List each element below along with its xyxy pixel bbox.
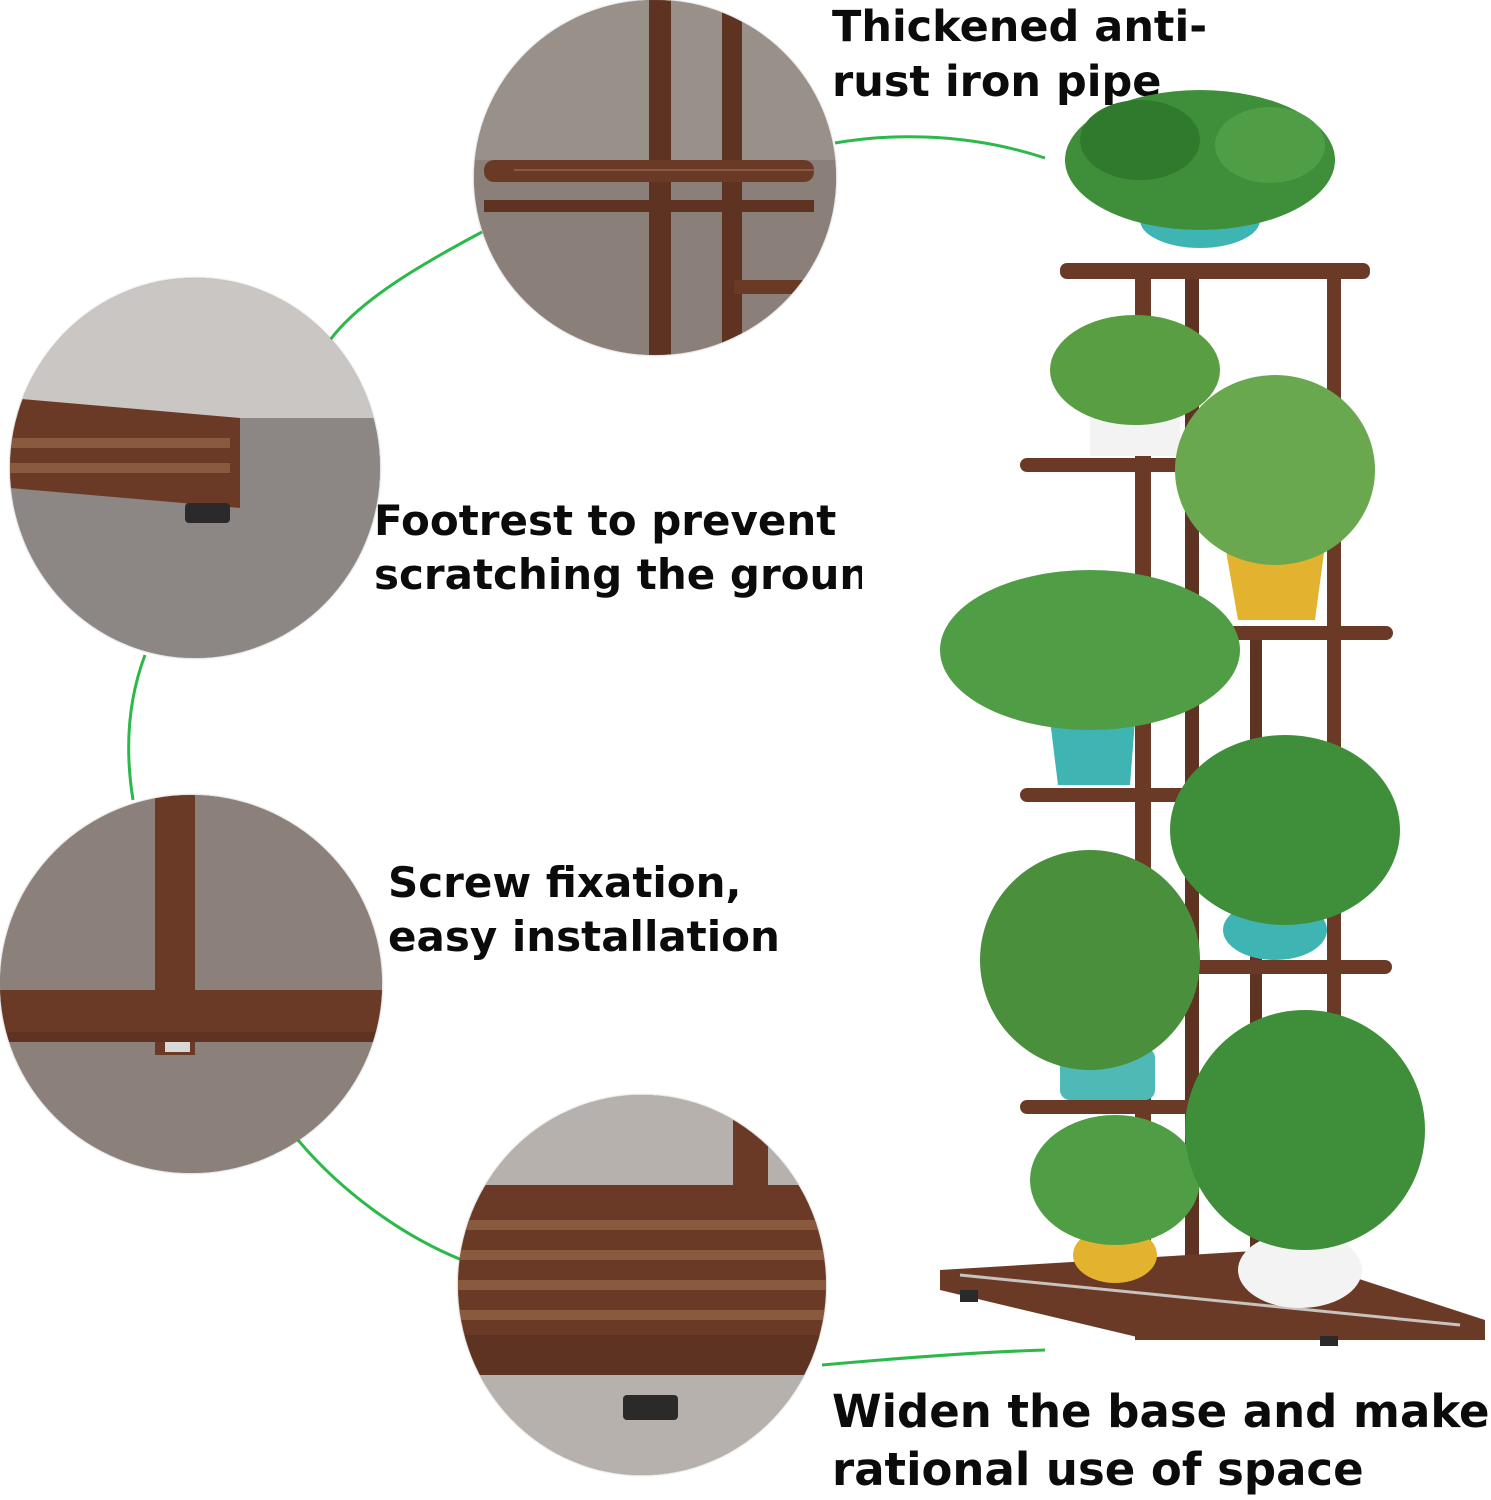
caption-base: Widen the base and make rational use of … (832, 1383, 1490, 1498)
caption-pipe-line2: rust iron pipe (832, 57, 1162, 108)
screw-detail-image (0, 795, 382, 1173)
caption-screw-line2: easy installation (388, 911, 780, 961)
caption-screw-line1: Screw fixation, (388, 858, 742, 907)
caption-footrest-line1: Footrest to prevent (374, 496, 837, 545)
caption-pipe-line1: Thickened anti- (832, 2, 1208, 52)
caption-base-line1: Widen the base and make (832, 1385, 1490, 1438)
caption-footrest: Footrest to prevent scratching the groun (374, 494, 862, 602)
base-detail-image (458, 1095, 826, 1475)
caption-base-line2: rational use of space (832, 1442, 1364, 1496)
plant-stand-image (920, 70, 1491, 1370)
pipe-detail-image (474, 0, 836, 355)
caption-screw: Screw fixation, easy installation (388, 856, 780, 964)
caption-footrest-line2: scratching the groun (374, 549, 862, 599)
footrest-detail-image (10, 278, 380, 658)
caption-pipe: Thickened anti- rust iron pipe (832, 0, 1207, 110)
